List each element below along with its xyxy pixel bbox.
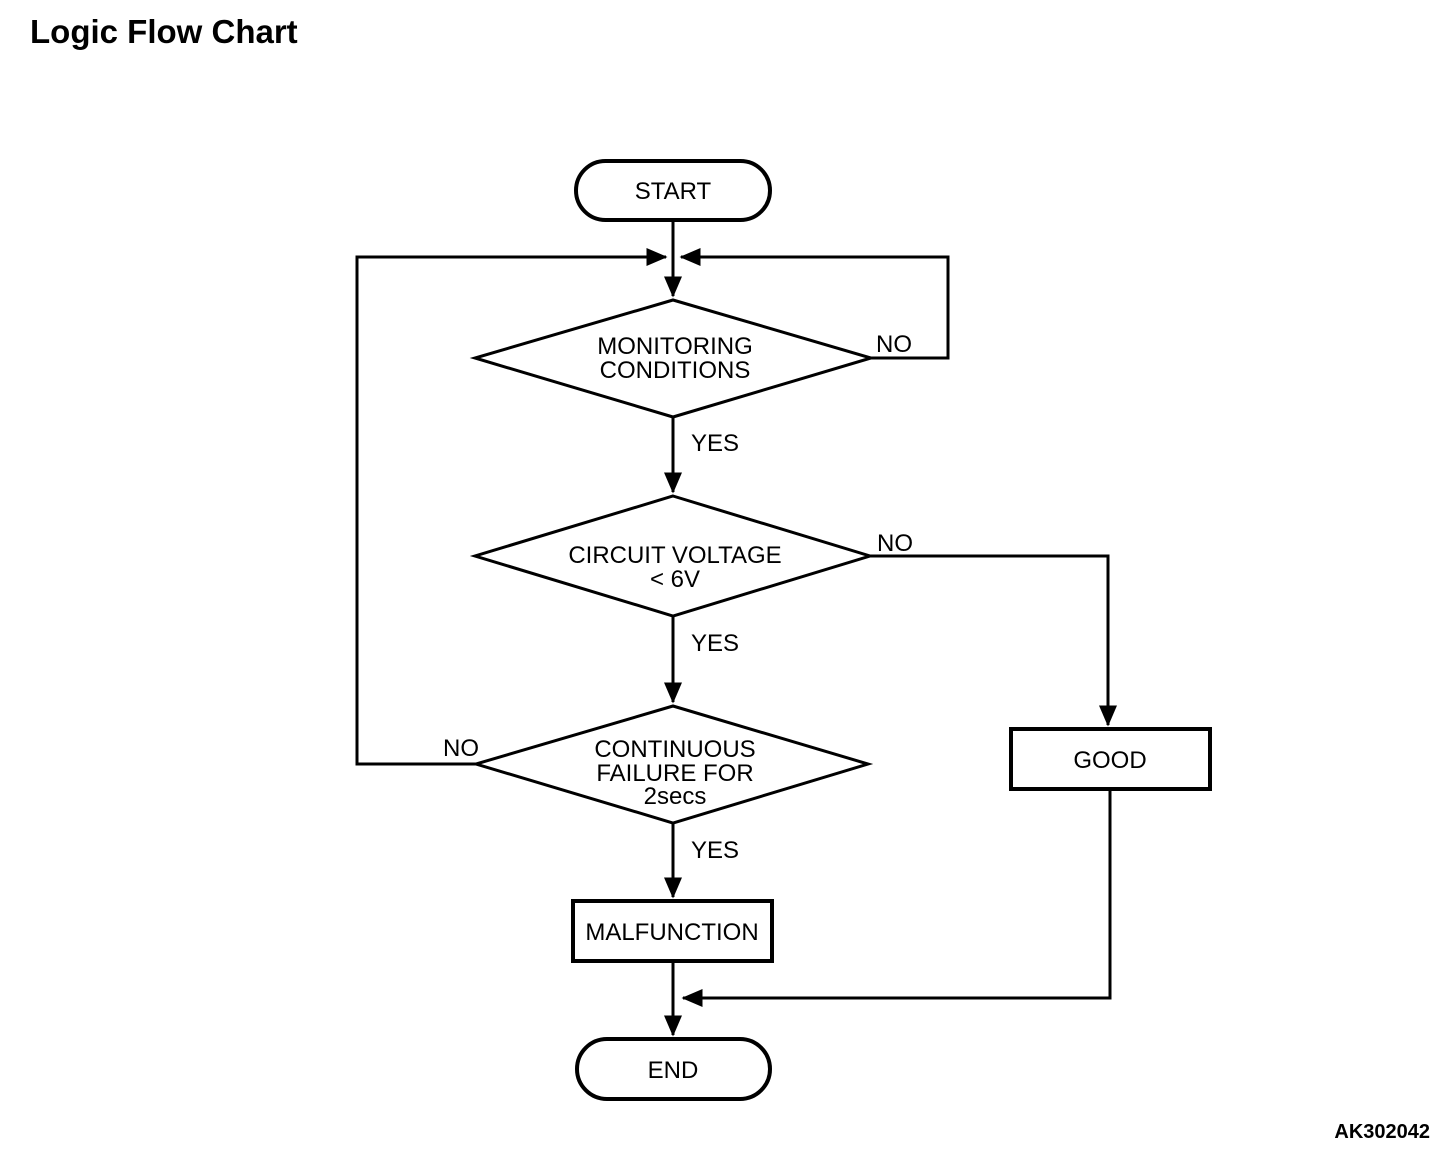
malfunction-label: MALFUNCTION bbox=[585, 919, 758, 946]
voltage-yes-label: YES bbox=[691, 630, 739, 657]
voltage-no-label: NO bbox=[877, 530, 913, 557]
edge-voltage-no-to-good bbox=[870, 554, 1117, 727]
monitoring-conditions-decision bbox=[469, 298, 877, 419]
page-title: Logic Flow Chart bbox=[30, 13, 298, 50]
end-label: END bbox=[648, 1057, 699, 1084]
monitoring-conditions-label-line1: MONITORING bbox=[597, 333, 753, 360]
circuit-voltage-label-line1: CIRCUIT VOLTAGE bbox=[568, 542, 781, 569]
continuous-failure-label-line2: FAILURE FOR bbox=[596, 760, 753, 787]
start-node bbox=[574, 159, 772, 222]
failure-yes-label: YES bbox=[691, 837, 739, 864]
good-node bbox=[1009, 727, 1212, 791]
edge-monitoring-no-loopback bbox=[679, 248, 950, 360]
circuit-voltage-label-line2: < 6V bbox=[650, 566, 700, 593]
edge-good-to-merge bbox=[681, 789, 1112, 1007]
continuous-failure-label-line3: 2secs bbox=[644, 783, 707, 810]
edge-failure-no-loopback bbox=[355, 248, 668, 766]
failure-no-label: NO bbox=[443, 735, 479, 762]
circuit-voltage-decision bbox=[469, 494, 876, 618]
figure-code: AK302042 bbox=[1334, 1121, 1430, 1143]
continuous-failure-label-line1: CONTINUOUS bbox=[594, 736, 755, 763]
monitoring-no-label: NO bbox=[876, 331, 912, 358]
monitoring-yes-label: YES bbox=[691, 430, 739, 457]
end-node bbox=[575, 1037, 772, 1101]
start-label: START bbox=[635, 178, 712, 205]
malfunction-node bbox=[571, 899, 774, 963]
monitoring-conditions-label-line2: CONDITIONS bbox=[600, 357, 751, 384]
continuous-failure-decision bbox=[470, 704, 874, 825]
good-label: GOOD bbox=[1073, 747, 1146, 774]
